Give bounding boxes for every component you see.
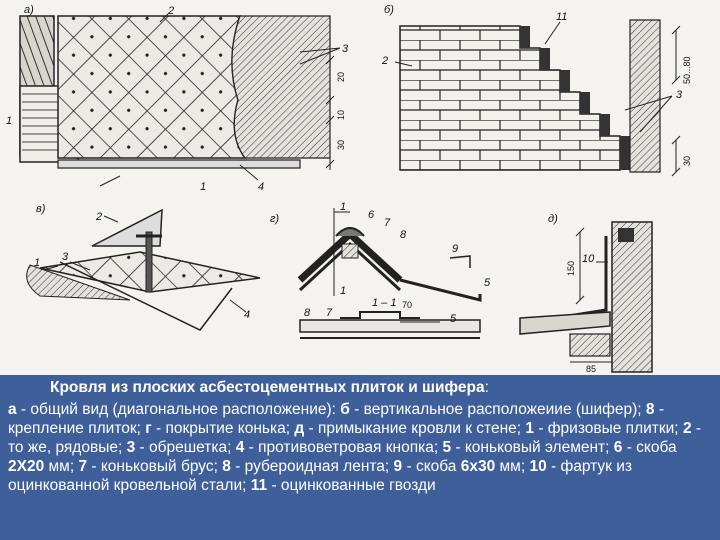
callout-g-7: 7 [384, 217, 391, 229]
callout-g-9: 9 [452, 243, 458, 255]
legend-text: - коньковый брус; [87, 458, 223, 475]
legend-key: 8 [645, 401, 655, 418]
legend-key: 2Х20 [8, 458, 45, 475]
dim-a-10: 10 [336, 110, 346, 120]
legend-key: 1 [525, 420, 535, 437]
legend-key: 2 [682, 420, 692, 437]
dim-b-50-80: 50...80 [682, 56, 692, 84]
legend-key: 7 [78, 458, 88, 475]
panel-v: в) 2 3 1 4 [26, 203, 261, 331]
callout-g-6: 6 [368, 209, 375, 221]
legend-text: - рубероидная лента; [230, 458, 394, 475]
caption-title-text: Кровля из плоских асбестоцементных плито… [50, 379, 485, 396]
callout-b-11: 11 [556, 11, 567, 23]
callout-g-7-section: 7 [326, 307, 333, 319]
legend-key: д [294, 420, 305, 437]
roof-drawing-svg: а) 2 3 1 1 4 20 10 30 б) 11 2 3 50...80 … [6, 4, 692, 374]
legend-text: - крепление плиток; [8, 401, 664, 437]
panel-d: д) 10 150 85 [519, 213, 653, 374]
legend-key: 6х30 [460, 458, 496, 475]
legend-text: - примыкание кровли к стене; [304, 420, 526, 437]
legend-text: мм; [495, 458, 530, 475]
callout-g-8: 8 [400, 229, 407, 241]
panel-label-b: б) [384, 4, 394, 16]
caption-title: Кровля из плоских асбестоцементных плито… [8, 378, 710, 397]
caption-title-colon: : [484, 379, 489, 396]
caption-box: Кровля из плоских асбестоцементных плито… [0, 375, 720, 540]
legend-key: 4 [235, 439, 245, 456]
legend-key: б [340, 401, 350, 418]
legend-text: - фризовые плитки; [534, 420, 683, 437]
callout-v-2: 2 [95, 211, 102, 223]
callout-g-8-section: 8 [304, 307, 311, 319]
legend-text: - противоветровая кнопка; [244, 439, 443, 456]
callout-a-1-left: 1 [6, 115, 12, 127]
dim-b-30: 30 [682, 156, 692, 166]
legend-text: - обрешетка; [135, 439, 236, 456]
caption-legend-text: а - общий вид (диагональное расположение… [8, 400, 710, 495]
legend-key: 6 [613, 439, 623, 456]
callout-v-3: 3 [62, 251, 69, 263]
dim-a-30: 30 [336, 140, 346, 150]
dim-d-85: 85 [586, 364, 596, 374]
callout-g-5-section: 5 [450, 313, 457, 325]
legend-text: - скоба [402, 458, 461, 475]
callout-a-2: 2 [167, 5, 174, 17]
panel-g: г) 6 7 8 9 5 8 7 5 1 1 1 – 1 70 [270, 201, 491, 339]
callout-v-4: 4 [244, 309, 250, 321]
dim-g-70: 70 [402, 300, 412, 310]
callout-b-3: 3 [676, 89, 683, 101]
callout-g-5: 5 [484, 277, 491, 289]
legend-text: - вертикальное расположеиие (шифер); [349, 401, 646, 418]
panel-label-a: а) [24, 4, 34, 16]
legend-key: 5 [442, 439, 452, 456]
technical-drawing: а) 2 3 1 1 4 20 10 30 б) 11 2 3 50...80 … [0, 0, 720, 375]
section-mark-bottom: 1 [340, 285, 346, 297]
callout-b-2: 2 [381, 55, 388, 67]
callout-a-4: 4 [258, 181, 264, 193]
panel-a: а) 2 3 1 1 4 20 10 30 [6, 4, 349, 193]
legend-key: 9 [393, 458, 403, 475]
legend-key: а [8, 401, 17, 418]
legend-text: - фартук из оцинкованной кровельной стал… [8, 458, 633, 494]
dim-d-150: 150 [566, 261, 576, 276]
panel-label-d: д) [548, 213, 558, 225]
legend-key: 11 [250, 477, 268, 494]
legend-key: 10 [529, 458, 547, 475]
legend-text: - коньковый элемент; [451, 439, 614, 456]
panel-b: б) 11 2 3 50...80 30 [381, 4, 692, 177]
legend-text: мм; [44, 458, 79, 475]
panel-label-v: в) [36, 203, 46, 215]
legend-text: - оцинкованные гвозди [267, 477, 436, 494]
legend-key: 3 [126, 439, 136, 456]
legend-text: - покрытие конька; [151, 420, 295, 437]
legend-key: г [145, 420, 152, 437]
callout-d-10: 10 [582, 253, 595, 265]
section-mark-top: 1 [340, 201, 346, 213]
callout-a-1-bottom: 1 [200, 181, 206, 193]
section-title: 1 – 1 [372, 297, 396, 309]
panel-label-g: г) [270, 213, 279, 225]
legend-text: - общий вид (диагональное расположение): [16, 401, 341, 418]
legend-key: 8 [222, 458, 231, 475]
callout-v-1: 1 [34, 257, 40, 269]
legend-text: - то же, рядовые; [8, 420, 702, 456]
legend-text: - скоба [622, 439, 677, 456]
callout-a-3: 3 [342, 43, 349, 55]
dim-a-20: 20 [336, 72, 346, 82]
